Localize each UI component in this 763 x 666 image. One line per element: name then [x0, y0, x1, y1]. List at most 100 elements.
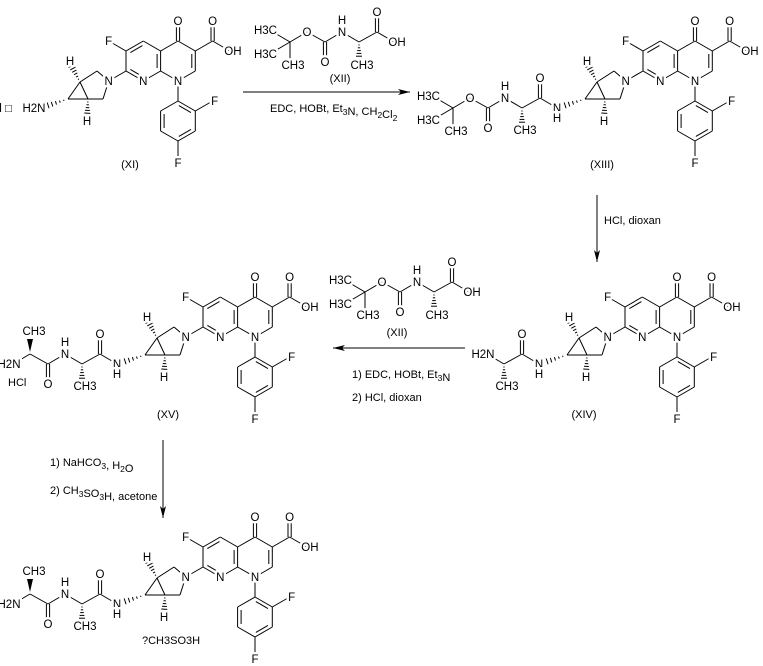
hashed-bond-stroke — [136, 596, 138, 599]
bond — [272, 31, 291, 43]
fluoro-label: F — [105, 36, 112, 48]
bond — [254, 596, 273, 608]
amide-n-label: N — [113, 359, 121, 371]
bond — [601, 336, 609, 356]
hydroxyl-label: OH — [301, 302, 318, 314]
bond — [596, 70, 615, 83]
bond — [202, 536, 221, 548]
amide-n-label: N — [113, 599, 121, 611]
pyrrolidine-n-label: N — [604, 332, 612, 344]
carbonyl-o-label: O — [518, 329, 527, 341]
bond — [677, 40, 696, 52]
bond — [156, 326, 175, 339]
arrowhead-icon — [333, 345, 345, 351]
ester-o-label: O — [466, 93, 475, 105]
amide-n-label: N — [61, 349, 69, 361]
methyl-label: CH3 — [73, 381, 96, 393]
compound-label-xii: (XII) — [387, 327, 408, 339]
bond — [324, 31, 343, 43]
bond — [179, 576, 187, 596]
bond — [694, 296, 712, 308]
arrowhead-icon — [160, 506, 166, 518]
bond — [659, 326, 678, 338]
amide-h-label: H — [113, 369, 121, 381]
amide-n-label: N — [553, 103, 561, 115]
fluoro-label: F — [251, 414, 258, 426]
hashed-bond-stroke — [123, 358, 127, 365]
hashed-bond-stroke — [545, 358, 549, 365]
bond — [624, 326, 643, 338]
methyl-label: H3C — [254, 49, 277, 61]
methyl-label: CH3 — [513, 125, 536, 137]
reagent-text-step4-1: 1) NaHCO3, H2O — [50, 457, 134, 475]
bond — [676, 356, 695, 368]
wedge-bond — [27, 579, 33, 592]
methyl-label: CH3 — [22, 566, 45, 578]
amide-n-label: N — [61, 589, 69, 601]
bond — [179, 336, 187, 356]
carbamate-n-label: N — [413, 277, 421, 289]
hashed-bond-stroke — [71, 69, 77, 73]
hashed-bond-stroke — [576, 334, 579, 336]
bond — [156, 566, 175, 579]
bond — [202, 566, 221, 578]
bond — [173, 566, 187, 578]
bond — [584, 81, 598, 100]
hashed-bond-stroke — [150, 328, 155, 332]
ester-o-label: O — [303, 27, 312, 39]
reagent-text-step3-1: 1) EDC, HOBt, Et3N — [352, 369, 450, 384]
bond — [504, 97, 523, 109]
bond — [160, 130, 179, 142]
bond — [694, 356, 712, 368]
fluoro-label: F — [182, 292, 189, 304]
bond — [647, 69, 660, 77]
wedge-bond — [27, 339, 33, 352]
bond — [376, 31, 395, 43]
compound-label-xiv: (XIV) — [571, 409, 596, 421]
bond — [521, 97, 541, 109]
ring-n-label: N — [139, 76, 147, 88]
acid-o-label: O — [373, 7, 382, 19]
bond — [416, 281, 435, 293]
bond — [712, 40, 730, 52]
amine-label: H2N — [0, 359, 21, 371]
hydroxyl-label: OH — [388, 37, 405, 49]
bond — [29, 353, 49, 365]
acid-o-label: O — [707, 272, 716, 284]
fluoro-label: F — [691, 158, 698, 170]
hashed-bond-stroke — [574, 331, 578, 334]
bond — [364, 281, 383, 293]
carbonyl-o-label: O — [396, 307, 405, 319]
hashed-bond-stroke — [127, 357, 131, 363]
bond — [237, 296, 256, 308]
bond — [272, 41, 291, 53]
bond — [207, 301, 220, 309]
bond — [729, 40, 748, 52]
bond — [433, 281, 453, 293]
bridgehead-h-label: H — [565, 312, 573, 324]
hashed-bond-stroke — [59, 100, 61, 103]
bond — [67, 81, 81, 100]
bond — [96, 70, 110, 82]
hashed-bond-stroke — [148, 565, 154, 569]
bond — [695, 129, 709, 137]
bond — [185, 326, 204, 338]
bond — [629, 301, 642, 309]
hashed-bond-stroke — [119, 599, 123, 607]
fluoro-label: F — [211, 96, 218, 108]
mesylate-salt-label: ?CH3SO3H — [142, 635, 200, 647]
bond — [358, 31, 378, 43]
hashed-bond-stroke — [553, 357, 556, 361]
carbonyl-o-label: O — [96, 569, 105, 581]
bond — [676, 326, 695, 338]
hashed-bond-stroke — [541, 359, 545, 367]
acid-o-label: O — [208, 16, 217, 28]
ring-n-label: N — [251, 572, 259, 584]
bond — [212, 40, 231, 52]
bond — [156, 577, 166, 596]
ring-n-label: N — [216, 332, 224, 344]
bond — [81, 353, 101, 365]
bond — [435, 97, 454, 109]
bond — [12, 353, 31, 365]
